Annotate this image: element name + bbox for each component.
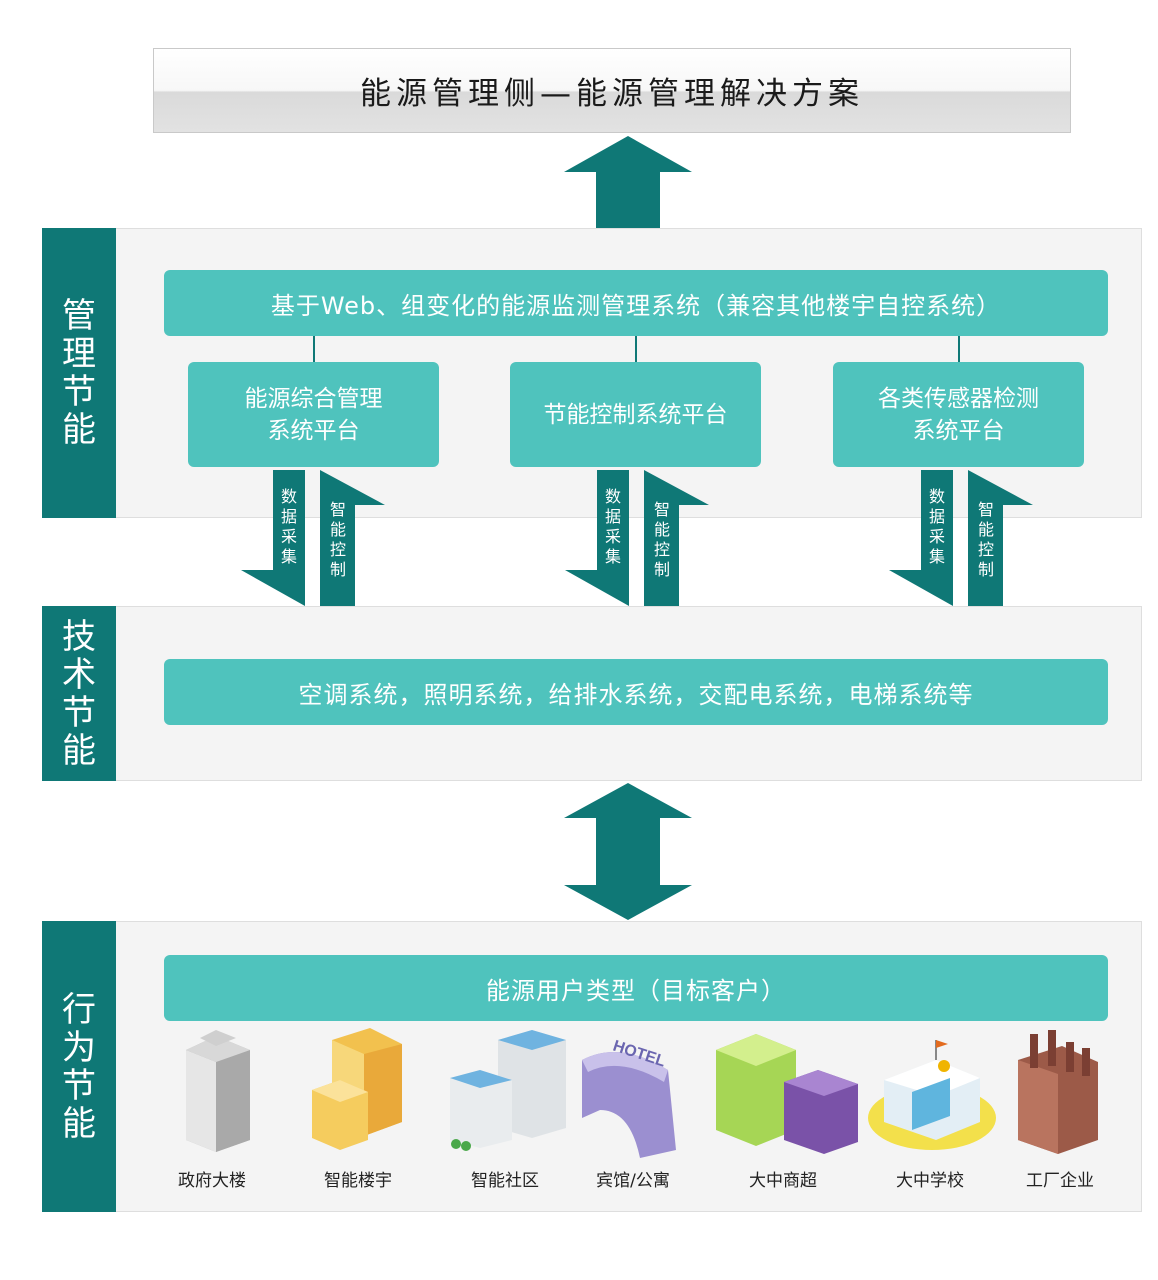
data-collection-label: 数据采集 (604, 487, 621, 566)
building-label-factory: 工厂企业 (1026, 1171, 1094, 1191)
connector-line (313, 336, 315, 362)
school-icon (868, 1040, 996, 1150)
management-sidebar: 管 理 节 能 (42, 228, 116, 518)
smart-control-label: 智能控制 (653, 500, 670, 579)
data-collection-label: 数据采集 (928, 487, 945, 566)
technical-sidebar: 技 术 节 能 (42, 606, 116, 781)
connector-line (958, 336, 960, 362)
platform-energy-saving-control: 节能控制系统平台 (510, 362, 761, 467)
building-label-smart-building: 智能楼宇 (324, 1171, 392, 1191)
platform-sensor-detection: 各类传感器检测 系统平台 (833, 362, 1084, 467)
hotel-icon: HOTEL (582, 1038, 676, 1158)
management-system-bar: 基于Web、组变化的能源监测管理系统（兼容其他楼宇自控系统） (164, 270, 1108, 336)
smart-control-label: 智能控制 (329, 500, 346, 579)
building-label-government: 政府大楼 (178, 1171, 246, 1191)
page-title: 能源管理侧—能源管理解决方案 (153, 48, 1071, 133)
smart-building-icon (312, 1028, 402, 1150)
data-collection-label: 数据采集 (280, 487, 297, 566)
factory-icon (1018, 1030, 1098, 1154)
government-building-icon (186, 1030, 250, 1152)
technical-systems-bar: 空调系统，照明系统，给排水系统，交配电系统，电梯系统等 (164, 659, 1108, 725)
building-label-smart-community: 智能社区 (471, 1171, 539, 1191)
behavior-sidebar: 行 为 节 能 (42, 921, 116, 1212)
users-type-bar: 能源用户类型（目标客户） (164, 955, 1108, 1021)
connector-line (635, 336, 637, 362)
smart-control-label: 智能控制 (977, 500, 994, 579)
smart-community-icon (450, 1030, 566, 1151)
platform-energy-management: 能源综合管理 系统平台 (188, 362, 439, 467)
building-label-school: 大中学校 (896, 1171, 964, 1191)
shopping-mall-icon (716, 1034, 858, 1154)
building-label-mall: 大中商超 (749, 1171, 817, 1191)
building-label-hotel: 宾馆/公寓 (596, 1171, 670, 1191)
